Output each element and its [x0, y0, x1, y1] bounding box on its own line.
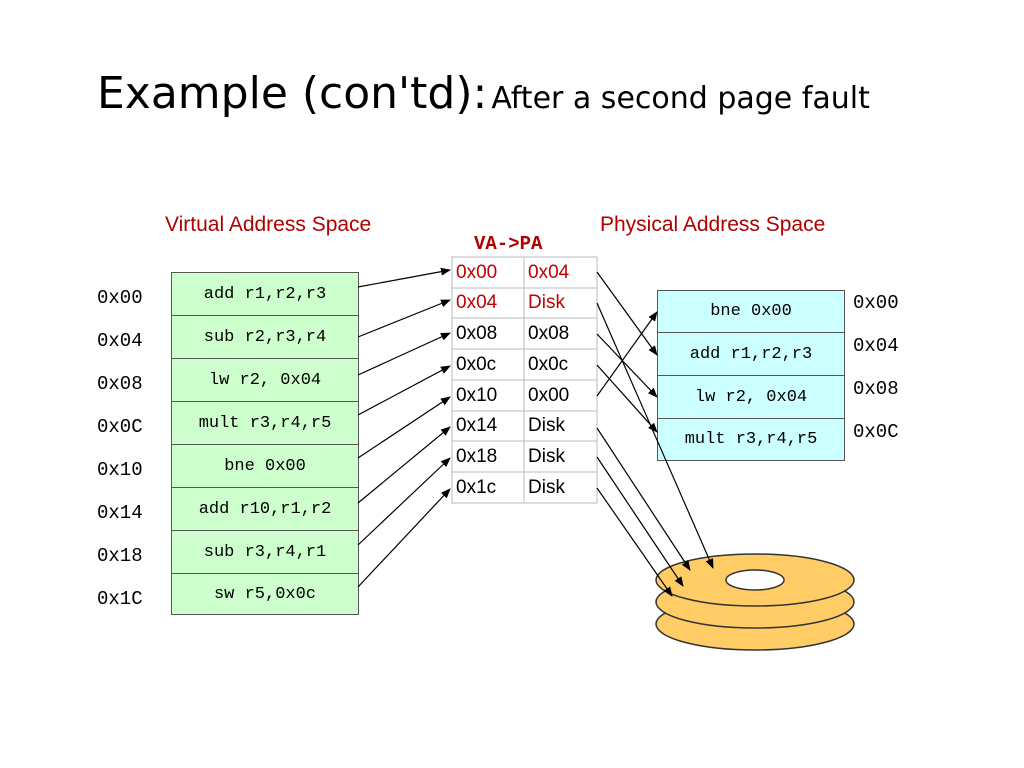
virtual-instruction-box: add r10,r1,r2	[171, 487, 359, 531]
physical-address-label: 0x04	[853, 335, 899, 357]
physical-instruction-box: bne 0x00	[657, 290, 845, 333]
arrow	[357, 488, 451, 588]
arrow	[357, 457, 451, 546]
physical-address-label: 0x08	[853, 378, 899, 400]
virtual-address-label: 0x18	[97, 545, 143, 567]
page-table-va-cell: 0x00	[456, 262, 498, 283]
page-table-pa-cell: Disk	[528, 415, 565, 436]
physical-address-label: 0x0C	[853, 421, 899, 443]
arrow	[596, 302, 714, 569]
page-table-va-cell: 0x04	[456, 292, 498, 313]
arrow	[596, 456, 684, 587]
page-table-pa-cell: 0x00	[528, 385, 570, 406]
virtual-instruction-box: sub r2,r3,r4	[171, 315, 359, 359]
virtual-instruction-box: add r1,r2,r3	[171, 272, 359, 316]
virtual-address-label: 0x1C	[97, 588, 143, 610]
virtual-instruction-box: sw r5,0x0c	[171, 573, 359, 615]
page-table-pa-cell: 0x0c	[528, 354, 569, 375]
page-table-va-cell: 0x08	[456, 323, 498, 344]
virtual-address-label: 0x08	[97, 373, 143, 395]
title-main: Example (con'td):	[97, 68, 488, 119]
virtual-instruction-box: lw r2, 0x04	[171, 358, 359, 402]
virtual-address-label: 0x0C	[97, 416, 143, 438]
arrow	[596, 427, 691, 571]
virtual-address-label: 0x10	[97, 459, 143, 481]
arrow	[357, 365, 451, 416]
page-table-pa-cell: Disk	[528, 477, 565, 498]
page-table-pa-cell: Disk	[528, 292, 565, 313]
title-sub: After a second page fault	[491, 81, 870, 116]
page-table-va-cell: 0x0c	[456, 354, 497, 375]
arrow	[357, 426, 451, 504]
virtual-address-label: 0x04	[97, 330, 143, 352]
physical-address-label: 0x00	[853, 292, 899, 314]
virtual-instruction-box: mult r3,r4,r5	[171, 401, 359, 445]
physical-instruction-box: add r1,r2,r3	[657, 332, 845, 376]
arrow	[596, 311, 658, 397]
arrow	[596, 271, 658, 356]
virtual-address-label: 0x00	[97, 287, 143, 309]
arrow	[357, 332, 451, 376]
slide-title: Example (con'td): After a second page fa…	[97, 68, 870, 119]
page-table-heading: VA->PA	[474, 233, 543, 255]
virtual-address-label: 0x14	[97, 502, 143, 524]
physical-space-heading: Physical Address Space	[600, 213, 826, 236]
page-table-pa-cell: 0x04	[528, 262, 570, 283]
physical-instruction-box: mult r3,r4,r5	[657, 418, 845, 461]
arrow	[357, 396, 451, 459]
arrow	[596, 333, 658, 398]
page-table-pa-cell: Disk	[528, 446, 565, 467]
virtual-space-heading: Virtual Address Space	[165, 213, 372, 236]
physical-instruction-box: lw r2, 0x04	[657, 375, 845, 419]
page-table-va-cell: 0x14	[456, 415, 498, 436]
page-table-va-cell: 0x18	[456, 446, 498, 467]
arrow	[357, 299, 451, 338]
page-table-va-cell: 0x10	[456, 385, 498, 406]
arrow	[596, 364, 658, 433]
arrow	[596, 487, 673, 597]
page-table-pa-cell: 0x08	[528, 323, 570, 344]
page-table-va-cell: 0x1c	[456, 477, 497, 498]
arrow	[357, 267, 451, 288]
